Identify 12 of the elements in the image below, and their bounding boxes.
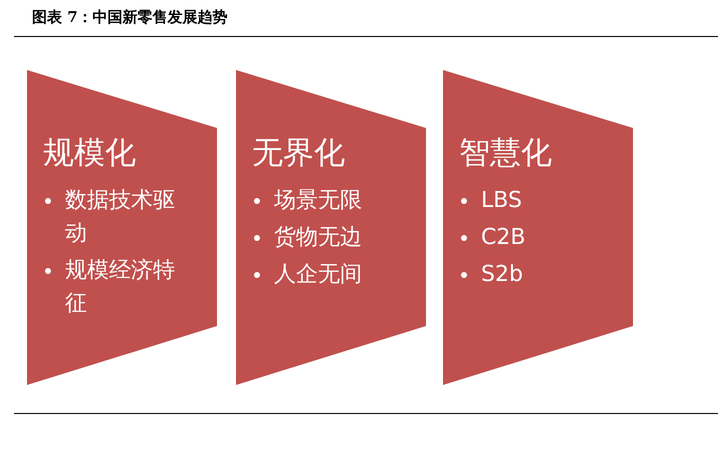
stage-heading: 智慧化	[459, 134, 552, 173]
bullet-text: 场景无限	[274, 188, 362, 213]
bullet-text: LBS	[481, 188, 522, 213]
bullet-text: 数据技术驱动	[65, 188, 175, 246]
bullet-text: 人企无间	[274, 262, 362, 287]
figure-title: 图表 7：中国新零售发展趋势	[32, 8, 228, 27]
stage-heading: 无界化	[252, 134, 345, 173]
bullet-text: 规模经济特征	[65, 258, 175, 316]
bullet-text: 货物无边	[274, 225, 362, 250]
bullet-text: C2B	[481, 225, 526, 250]
bullet-text: S2b	[481, 262, 523, 287]
stage-heading: 规模化	[43, 134, 136, 173]
